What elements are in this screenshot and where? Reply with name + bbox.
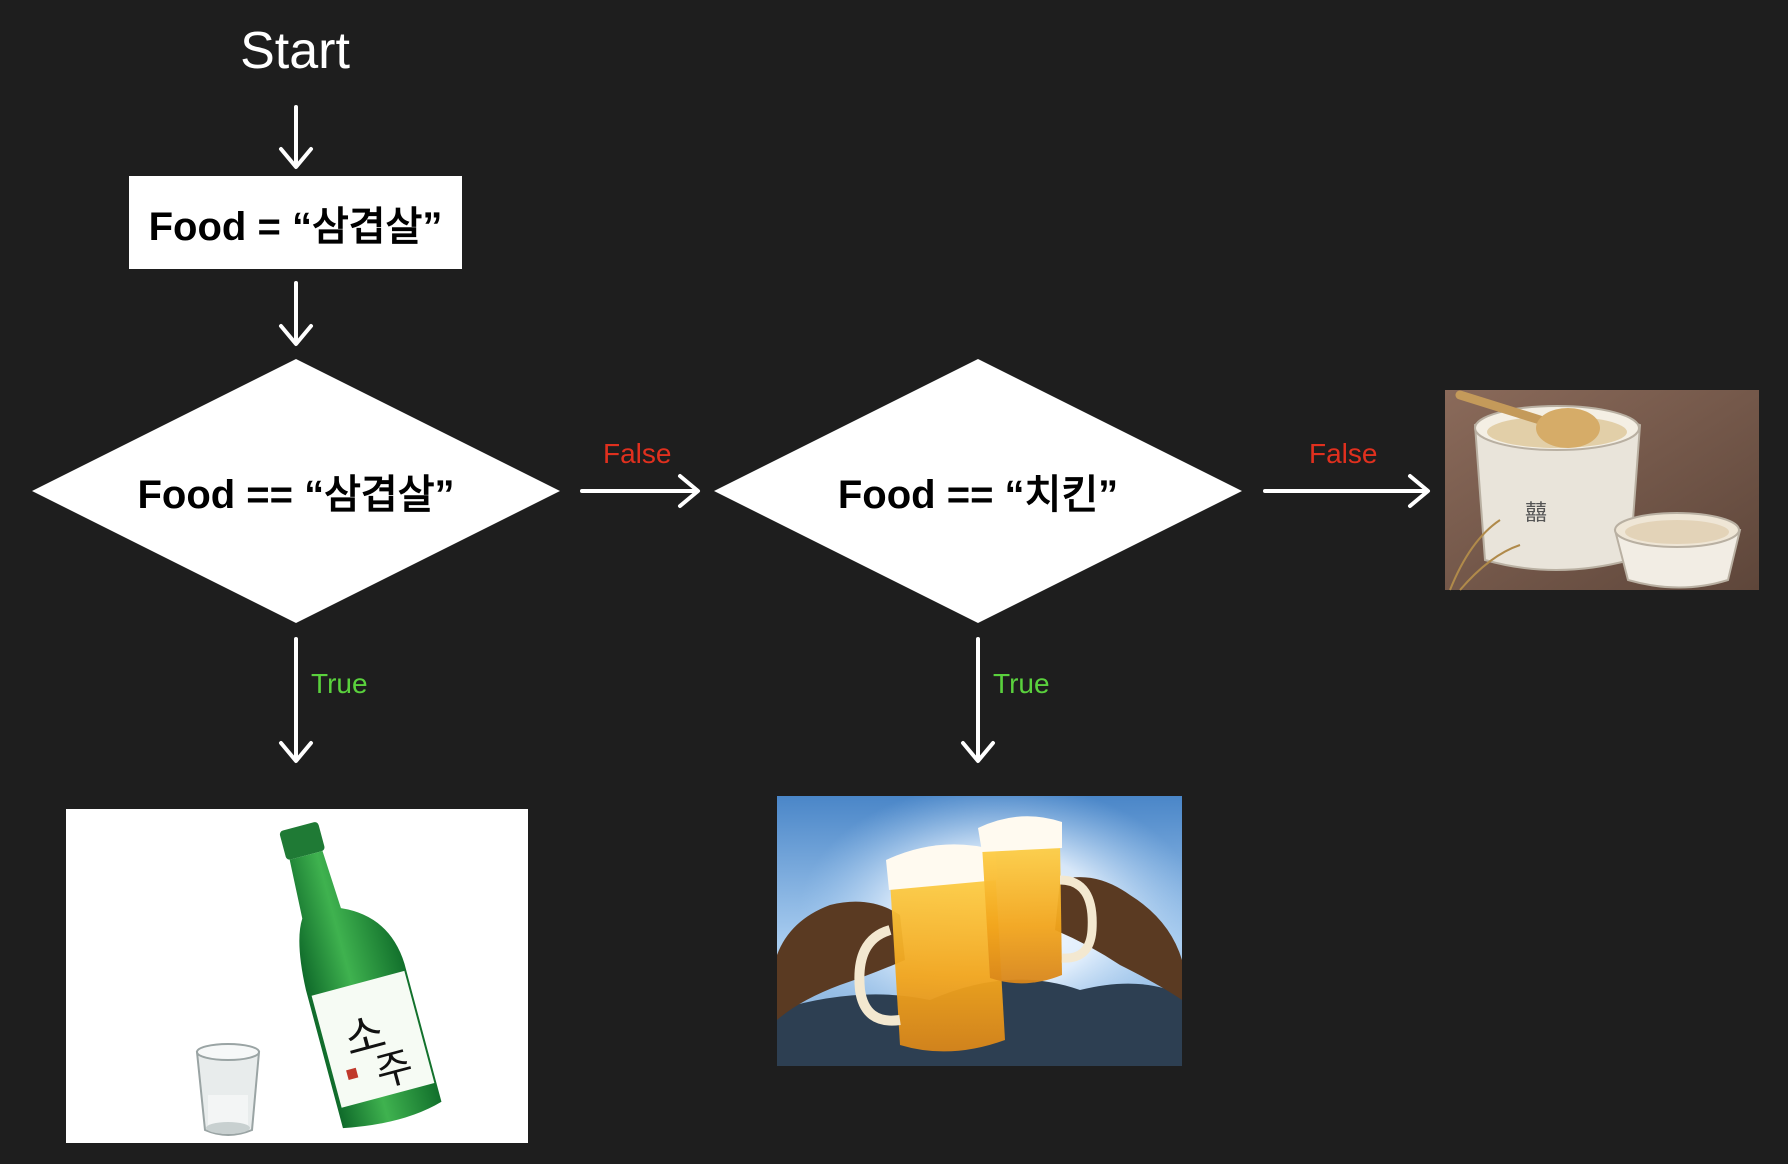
soju-bottle: 소 주 — [279, 822, 442, 1129]
arrow-decision1-true — [279, 637, 313, 763]
decision1-diamond — [32, 359, 560, 623]
arrow-decision2-true — [961, 637, 995, 763]
beer-image — [777, 796, 1182, 1066]
beer-mug-left — [854, 844, 1005, 1052]
makgeolli-image: 囍 — [1445, 390, 1759, 591]
true-label-2: True — [993, 668, 1050, 699]
arrow-decision2-false — [1263, 474, 1430, 508]
svg-text:囍: 囍 — [1525, 501, 1547, 526]
assign-box-text: Food = “삼겹살” — [148, 204, 443, 249]
decision1-text: Food == “삼겹살” — [137, 473, 455, 517]
arrow-assign-to-decision1 — [279, 281, 313, 346]
rice-stalk — [1449, 519, 1521, 591]
false-label-1: False — [603, 438, 672, 469]
false-label-2: False — [1309, 438, 1378, 469]
makgeolli-ladle — [1455, 390, 1600, 448]
soju-image: 소 주 — [66, 809, 528, 1143]
makgeolli-bowl — [1613, 512, 1742, 589]
arrow-decision1-false — [580, 474, 700, 508]
beer-mug-right — [978, 816, 1097, 984]
start-label: Start — [240, 22, 350, 80]
decision2-text: Food == “치킨” — [837, 473, 1119, 517]
shot-glass — [195, 1043, 261, 1136]
arrow-start-to-assign — [279, 105, 313, 169]
assign-box: Food = “삼겹살” — [129, 176, 462, 269]
true-label-1: True — [311, 668, 368, 699]
decision2-diamond — [714, 359, 1242, 623]
